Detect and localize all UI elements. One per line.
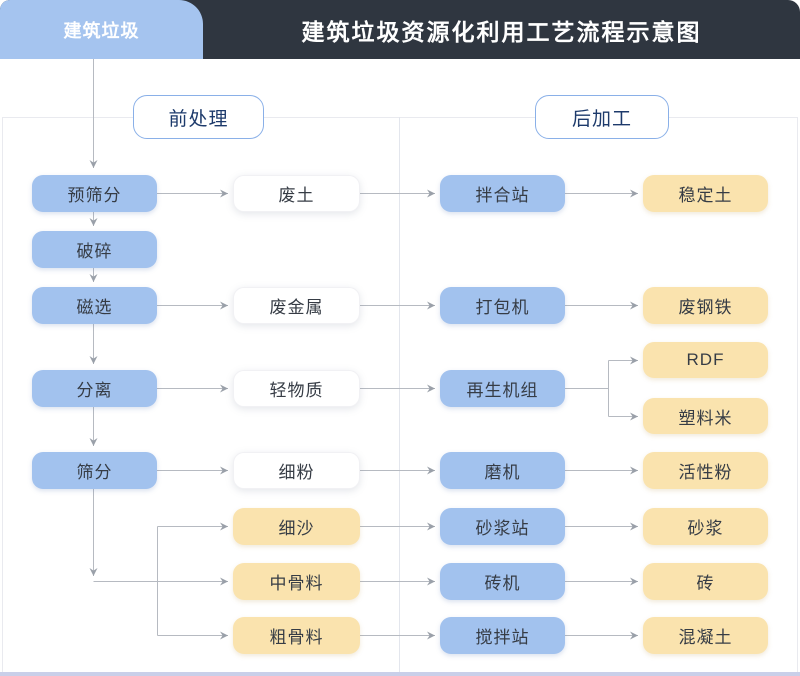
node-crushing: 破碎: [32, 231, 157, 268]
node-waste-metal: 废金属: [233, 287, 360, 324]
node-brick: 砖: [643, 563, 768, 600]
bottom-accent-strip: [0, 672, 800, 676]
node-plastic-pellets: 塑料米: [643, 398, 768, 434]
node-rdf: RDF: [643, 342, 768, 378]
node-fine-sand: 细沙: [233, 508, 360, 545]
node-mill: 磨机: [440, 452, 565, 489]
section-label-text: 后加工: [571, 108, 632, 130]
node-separation: 分离: [32, 370, 157, 407]
source-tab: 建筑垃圾: [0, 0, 203, 59]
node-active-powder: 活性粉: [643, 452, 768, 489]
node-baler: 打包机: [440, 287, 565, 324]
node-pre-screening: 预筛分: [32, 175, 157, 212]
node-brick-machine: 砖机: [440, 563, 565, 600]
node-magnetic-sep: 磁选: [32, 287, 157, 324]
node-coarse-aggregate: 粗骨料: [233, 617, 360, 654]
node-concrete: 混凝土: [643, 617, 768, 654]
node-light-material: 轻物质: [233, 370, 360, 407]
source-tab-label: 建筑垃圾: [63, 20, 140, 41]
node-scrap-steel: 废钢铁: [643, 287, 768, 324]
section-divider: [399, 117, 400, 673]
page-title: 建筑垃圾资源化利用工艺流程示意图: [301, 18, 702, 45]
section-label-preprocessing: 前处理: [133, 95, 264, 139]
node-stabilized-soil: 稳定土: [643, 175, 768, 212]
node-concrete-station: 搅拌站: [440, 617, 565, 654]
section-label-text: 前处理: [168, 108, 229, 130]
section-label-postprocessing: 后加工: [535, 95, 669, 139]
node-screening: 筛分: [32, 452, 157, 489]
node-mortar-station: 砂浆站: [440, 508, 565, 545]
node-fine-powder: 细粉: [233, 452, 360, 489]
node-waste-soil: 废土: [233, 175, 360, 212]
node-mixing-plant: 拌合站: [440, 175, 565, 212]
node-mortar: 砂浆: [643, 508, 768, 545]
node-medium-aggregate: 中骨料: [233, 563, 360, 600]
node-regen-unit: 再生机组: [440, 370, 565, 407]
